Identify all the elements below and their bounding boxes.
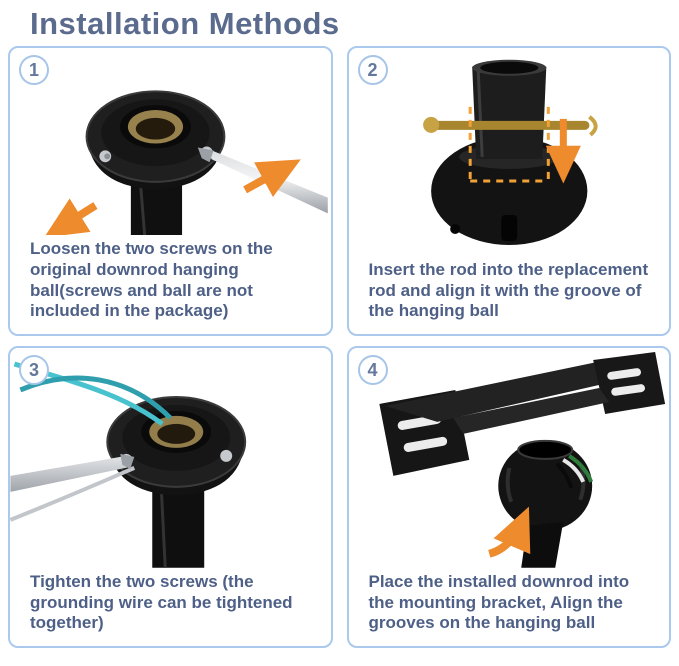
step3-illustration bbox=[10, 361, 247, 568]
alignment-dashed-guides bbox=[468, 106, 550, 183]
step-panel-4: 4 bbox=[346, 346, 671, 648]
step-panel-3: 3 bbox=[8, 346, 333, 648]
place-direction-arrow bbox=[487, 506, 530, 558]
downrod bbox=[520, 521, 563, 568]
unscrew-direction-arrows bbox=[44, 159, 301, 236]
step2-number-badge: 2 bbox=[357, 55, 388, 85]
step1-photo bbox=[10, 48, 331, 236]
step-panel-1: 1 bbox=[8, 46, 333, 336]
step4-photo bbox=[349, 348, 670, 568]
step4-caption: Place the installed downrod into the mou… bbox=[368, 571, 630, 633]
step3-number-badge: 3 bbox=[19, 355, 49, 385]
downrod bbox=[152, 485, 205, 568]
step1-illustration bbox=[44, 90, 328, 236]
hanging-ball bbox=[85, 90, 226, 190]
replacement-rod bbox=[471, 59, 546, 159]
step1-caption: Loosen the two screws on the original do… bbox=[30, 239, 273, 321]
step4-number-badge: 4 bbox=[357, 355, 388, 385]
step2-photo bbox=[349, 48, 670, 256]
step3-caption: Tighten the two screws (the grounding wi… bbox=[30, 571, 293, 633]
fan-wires bbox=[555, 454, 593, 489]
steps-grid: 1 bbox=[8, 46, 671, 648]
step-panel-2: 2 bbox=[346, 46, 671, 336]
step2-illustration bbox=[422, 59, 598, 246]
mounting-bracket bbox=[378, 351, 665, 476]
step2-caption: Insert the rod into the replacement rod … bbox=[368, 259, 649, 321]
hanging-ball bbox=[106, 395, 247, 496]
step4-illustration bbox=[378, 351, 665, 568]
hanging-ball bbox=[497, 439, 592, 531]
step1-number-badge: 1 bbox=[19, 55, 49, 85]
step3-photo bbox=[10, 348, 331, 568]
page-title: Installation Methods bbox=[30, 6, 340, 41]
screwdriver bbox=[10, 453, 135, 492]
